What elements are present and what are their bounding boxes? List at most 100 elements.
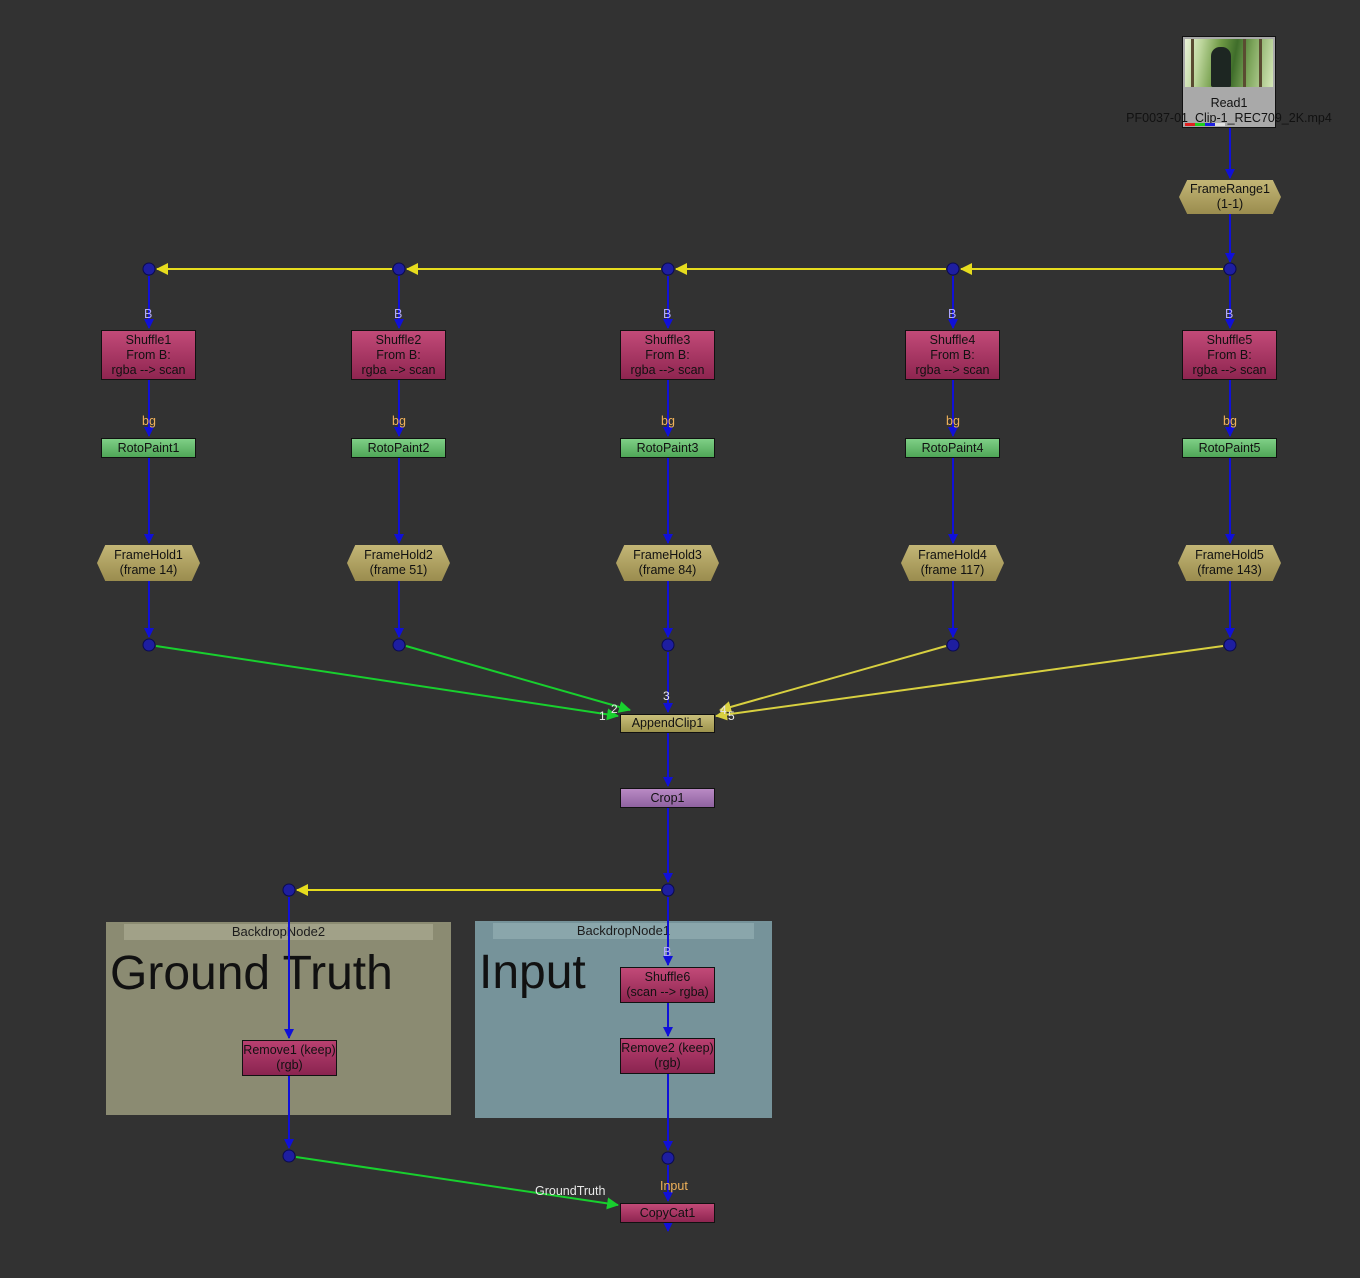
- rotopaint-node[interactable]: RotoPaint1: [101, 438, 196, 458]
- rotopaint-label: RotoPaint5: [1198, 440, 1261, 455]
- framehold-label: FrameHold5: [1195, 548, 1264, 562]
- pipe-label-input: Input: [660, 1179, 688, 1193]
- remove2-node[interactable]: Remove2 (keep) (rgb): [620, 1038, 715, 1074]
- dot-node[interactable]: [392, 638, 406, 652]
- copycat-label: CopyCat1: [639, 1205, 696, 1220]
- remove1-channels: (rgb): [276, 1058, 303, 1072]
- dot-node[interactable]: [661, 1151, 675, 1165]
- framehold-node[interactable]: FrameHold3 (frame 84): [616, 545, 719, 581]
- framehold-frame: (frame 51): [369, 563, 428, 577]
- dot-node[interactable]: [392, 262, 406, 276]
- shuffle-from: From B:: [376, 347, 421, 362]
- dot-node[interactable]: [946, 638, 960, 652]
- framehold-node[interactable]: FrameHold4 (frame 117): [901, 545, 1004, 581]
- framerange-node[interactable]: FrameRange1 (1-1): [1179, 180, 1281, 214]
- framehold-frame: (frame 143): [1197, 563, 1262, 577]
- pipe-label-groundtruth: GroundTruth: [535, 1184, 606, 1198]
- rotopaint-label: RotoPaint3: [636, 440, 699, 455]
- shuffle6-node[interactable]: Shuffle6 (scan --> rgba): [620, 967, 715, 1003]
- read-channel-bars: [1185, 123, 1225, 126]
- shuffle-map: rgba --> scan: [361, 362, 436, 377]
- dot-node[interactable]: [282, 1149, 296, 1163]
- pipe-append-input-4[interactable]: [719, 645, 947, 713]
- dot-node[interactable]: [661, 638, 675, 652]
- framehold-frame: (frame 84): [638, 563, 697, 577]
- shuffle-node[interactable]: Shuffle5 From B: rgba --> scan: [1182, 330, 1277, 380]
- framehold-node[interactable]: FrameHold5 (frame 143): [1178, 545, 1281, 581]
- pipe-label-b: B: [663, 307, 672, 321]
- backdrop-label: Input: [479, 946, 586, 999]
- pipe-label-b: B: [394, 307, 403, 321]
- shuffle-node[interactable]: Shuffle2 From B: rgba --> scan: [351, 330, 446, 380]
- framehold-label: FrameHold2: [364, 548, 433, 562]
- read-node-label: Read1: [1210, 96, 1248, 110]
- shuffle-label: Shuffle3: [644, 332, 691, 347]
- shuffle-from: From B:: [126, 347, 171, 362]
- appendclip-input-number: 1: [599, 709, 606, 723]
- shuffle-label: Shuffle4: [929, 332, 976, 347]
- rotopaint-node[interactable]: RotoPaint3: [620, 438, 715, 458]
- appendclip-input-number: 3: [663, 689, 670, 703]
- appendclip-node[interactable]: AppendClip1: [620, 714, 715, 733]
- shuffle6-label: Shuffle6: [644, 970, 691, 984]
- pipe-label-bg: bg: [392, 414, 406, 428]
- pipe-append-input-1[interactable]: [155, 645, 619, 721]
- dot-node[interactable]: [282, 883, 296, 897]
- crop-label: Crop1: [650, 790, 685, 805]
- framerange-value: (1-1): [1216, 197, 1244, 211]
- pipe-append-input-5[interactable]: [715, 645, 1224, 721]
- rotopaint-node[interactable]: RotoPaint5: [1182, 438, 1277, 458]
- shuffle-map: rgba --> scan: [111, 362, 186, 377]
- rotopaint-node[interactable]: RotoPaint2: [351, 438, 446, 458]
- pipe-label-b: B: [144, 307, 153, 321]
- read-thumbnail: [1185, 39, 1273, 87]
- remove1-node[interactable]: Remove1 (keep) (rgb): [242, 1040, 337, 1076]
- shuffle-node[interactable]: Shuffle4 From B: rgba --> scan: [905, 330, 1000, 380]
- framehold-node[interactable]: FrameHold1 (frame 14): [97, 545, 200, 581]
- pipe-groundtruth-copycat[interactable]: [295, 1156, 619, 1210]
- rotopaint-node[interactable]: RotoPaint4: [905, 438, 1000, 458]
- shuffle-map: rgba --> scan: [630, 362, 705, 377]
- remove2-label: Remove2 (keep): [621, 1041, 714, 1055]
- read-node[interactable]: [1182, 36, 1276, 128]
- pipe-label-b: B: [948, 307, 957, 321]
- appendclip-input-number: 4: [720, 703, 727, 717]
- remove1-label: Remove1 (keep): [243, 1043, 336, 1057]
- backdrop-title: BackdropNode2: [124, 924, 433, 940]
- pipe-append-input-2[interactable]: [405, 645, 631, 713]
- appendclip-input-number: 2: [611, 702, 618, 716]
- pipe-label-bg: bg: [142, 414, 156, 428]
- framehold-label: FrameHold4: [918, 548, 987, 562]
- pipe-label-bg: bg: [1223, 414, 1237, 428]
- pipe-label-b: B: [1225, 307, 1234, 321]
- framehold-frame: (frame 14): [119, 563, 178, 577]
- shuffle-map: rgba --> scan: [1192, 362, 1267, 377]
- rotopaint-label: RotoPaint1: [117, 440, 180, 455]
- framerange-label: FrameRange1: [1190, 182, 1270, 196]
- dot-node[interactable]: [142, 262, 156, 276]
- shuffle6-map: (scan --> rgba): [626, 985, 709, 999]
- remove2-channels: (rgb): [654, 1056, 681, 1070]
- crop-node[interactable]: Crop1: [620, 788, 715, 808]
- dot-node[interactable]: [661, 883, 675, 897]
- shuffle-label: Shuffle1: [125, 332, 172, 347]
- shuffle-node[interactable]: Shuffle3 From B: rgba --> scan: [620, 330, 715, 380]
- dot-node[interactable]: [1223, 262, 1237, 276]
- copycat-node[interactable]: CopyCat1: [620, 1203, 715, 1223]
- dot-node[interactable]: [142, 638, 156, 652]
- backdrop-label: Ground Truth: [110, 947, 393, 1000]
- rotopaint-label: RotoPaint4: [921, 440, 984, 455]
- shuffle-map: rgba --> scan: [915, 362, 990, 377]
- shuffle-node[interactable]: Shuffle1 From B: rgba --> scan: [101, 330, 196, 380]
- backdrop-input[interactable]: BackdropNode1 Input: [475, 921, 772, 1118]
- dot-node[interactable]: [661, 262, 675, 276]
- framehold-frame: (frame 117): [920, 563, 985, 577]
- dot-node[interactable]: [1223, 638, 1237, 652]
- framehold-node[interactable]: FrameHold2 (frame 51): [347, 545, 450, 581]
- appendclip-label: AppendClip1: [631, 716, 704, 730]
- shuffle-label: Shuffle5: [1206, 332, 1253, 347]
- dot-node[interactable]: [946, 262, 960, 276]
- backdrop-ground-truth[interactable]: BackdropNode2 Ground Truth: [106, 922, 451, 1115]
- shuffle-from: From B:: [645, 347, 690, 362]
